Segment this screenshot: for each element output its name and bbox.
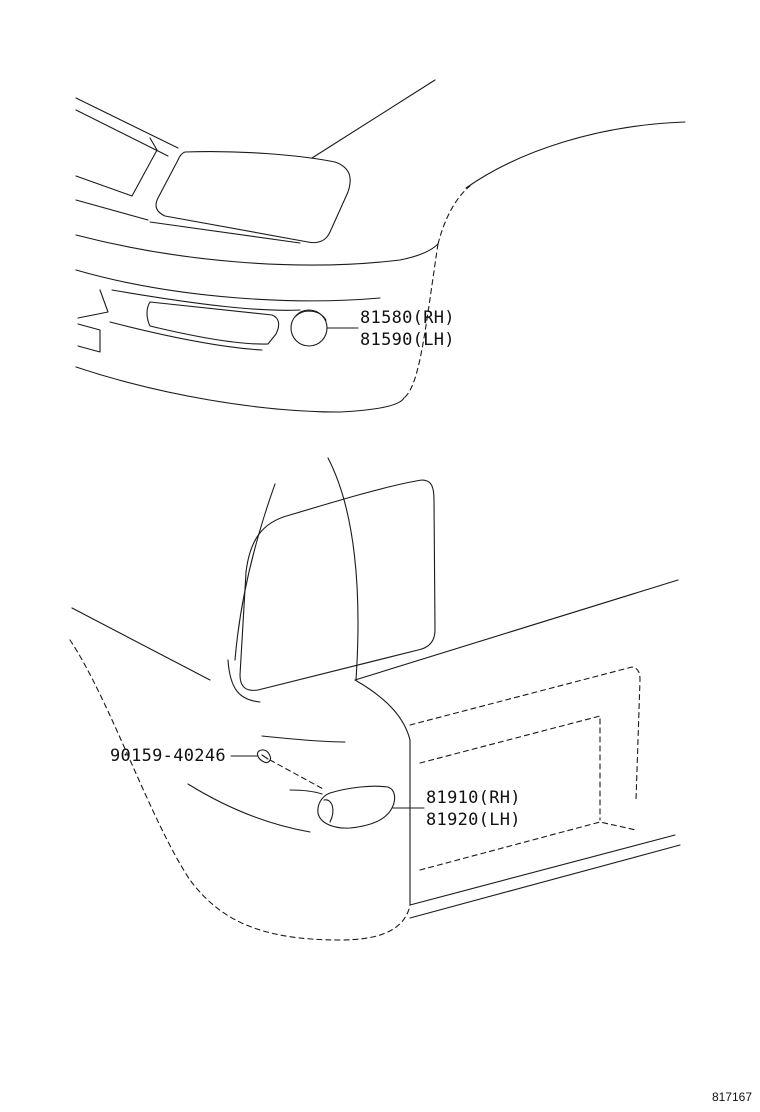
mirror-base [227, 659, 261, 703]
fog-lamp [290, 309, 328, 347]
wheel-arch [437, 185, 471, 245]
hood-edge [311, 79, 436, 159]
diagram-code: 817167 [711, 1090, 752, 1104]
fender-rear-edge [354, 679, 411, 741]
grille-opening [75, 137, 158, 197]
a-pillar [234, 483, 276, 661]
headlamp [155, 151, 351, 244]
callout-fog-lamp-rh: 81580(RH) [360, 308, 455, 328]
bumper-mid-line [75, 269, 381, 302]
panel-inner [419, 715, 601, 821]
grille-lower-edge [75, 199, 149, 221]
intake-top [111, 289, 301, 311]
intake-left-lower [77, 323, 101, 353]
callout-side-marker-lh: 81920(LH) [426, 810, 521, 830]
intake-bottom [109, 321, 263, 351]
side-panel-view [69, 457, 681, 941]
clip-part [256, 749, 272, 764]
bumper-corner [403, 243, 439, 399]
bumper-top-edge [149, 221, 301, 244]
callout-clip: 90159-40246 [110, 746, 226, 766]
fog-lamp-recess [146, 301, 280, 345]
windshield-edge [327, 457, 359, 681]
fender-line [465, 121, 686, 189]
fender-contour-lower [187, 783, 311, 833]
panel-inner-bottom [419, 821, 637, 871]
front-bumper-view [75, 79, 686, 413]
grille-bar [75, 97, 179, 149]
bumper-upper-line [75, 234, 439, 266]
fender-arch [69, 639, 411, 941]
marker-recess-line [289, 789, 323, 795]
fender-contour [261, 735, 346, 743]
side-mirror [239, 479, 436, 691]
intake-left [77, 289, 109, 319]
callout-fog-lamp-lh: 81590(LH) [360, 330, 455, 350]
rocker-line-lower [409, 844, 681, 919]
side-marker-lamp [317, 785, 396, 829]
rocker-line [409, 834, 676, 906]
clip-install-path [269, 759, 326, 791]
hood-side-edge [71, 607, 211, 681]
bumper-bottom [75, 366, 405, 413]
grille-bar [75, 109, 169, 157]
callout-side-marker-rh: 81910(RH) [426, 788, 521, 808]
panel-top [409, 666, 641, 801]
door-top-line [354, 579, 679, 681]
